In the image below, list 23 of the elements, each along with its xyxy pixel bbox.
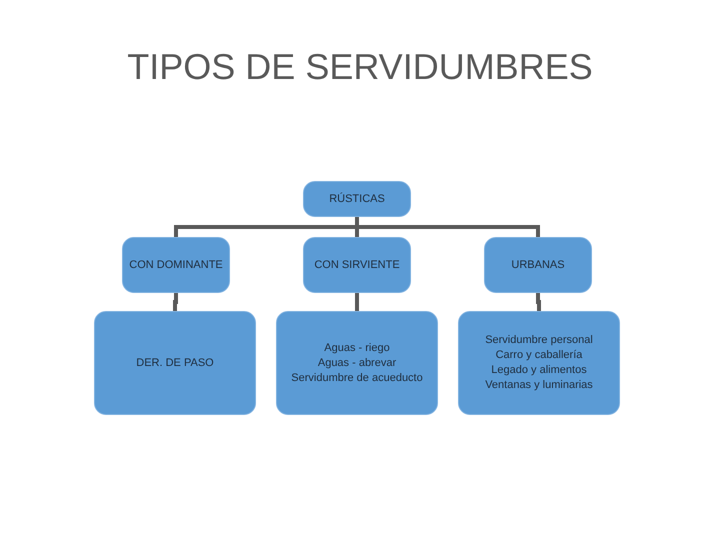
box-text: Aguas - riego	[324, 340, 390, 356]
org-box	[458, 311, 620, 415]
box-text: Legado y alimentos	[491, 363, 587, 378]
box-text: Servidumbre personal	[485, 333, 593, 348]
box-text: DER. DE PASO	[136, 356, 214, 370]
box-text: Aguas - abrevar	[318, 356, 396, 370]
connector-line	[173, 293, 178, 311]
org-box	[94, 311, 256, 415]
box-text: CON DOMINANTE	[129, 258, 223, 272]
connector-line	[355, 293, 359, 311]
box-text: Ventanas y luminarias	[485, 378, 593, 393]
box-text: CON SIRVIENTE	[314, 258, 400, 272]
box-text: Servidumbre de acueducto	[291, 370, 423, 386]
box-text: Carro y caballería	[496, 348, 582, 363]
box-text: RÚSTICAS	[329, 192, 385, 206]
org-box	[484, 237, 592, 293]
box-text: URBANAS	[511, 258, 565, 272]
org-box	[276, 311, 438, 415]
title: TIPOS DE SERVIDUMBRES	[126, 45, 594, 89]
org-box	[122, 237, 230, 293]
connector-line	[536, 293, 541, 311]
org-box	[303, 181, 411, 217]
org-box	[303, 237, 411, 293]
